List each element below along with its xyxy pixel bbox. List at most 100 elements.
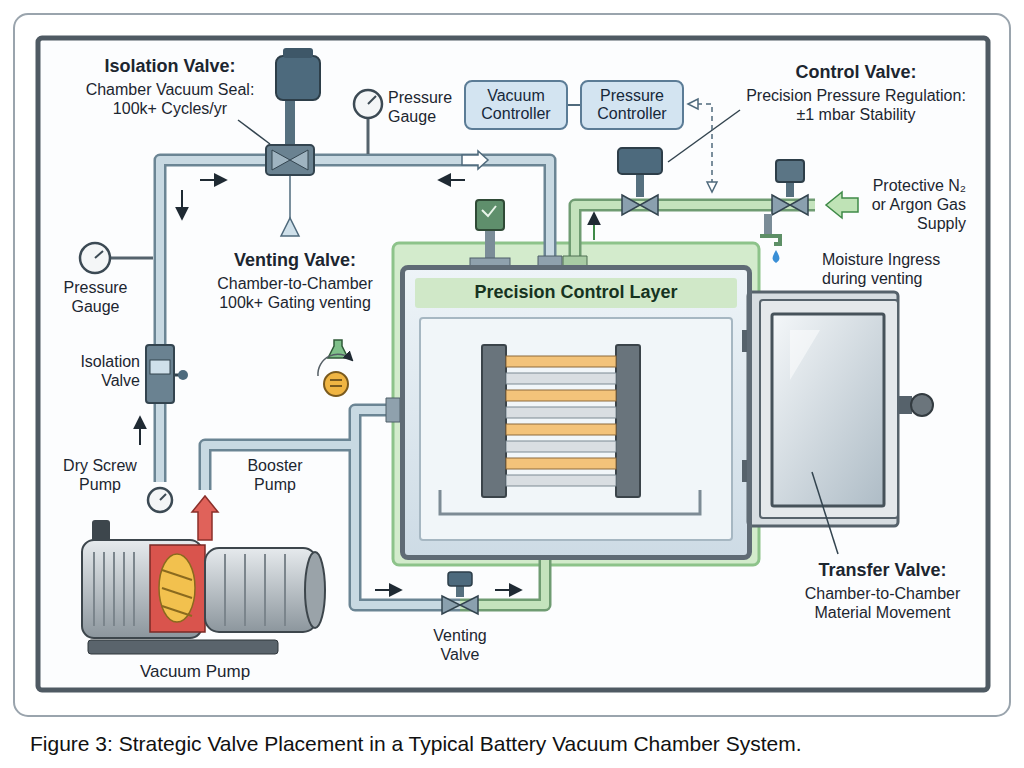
pipework	[575, 205, 815, 268]
venting-valve-upper	[324, 372, 348, 396]
venting-valve-upper	[330, 385, 342, 387]
chamber-body	[420, 318, 732, 540]
vacuum-pump	[150, 545, 205, 632]
flow-arrows	[181, 190, 183, 218]
pressure-gauge-left	[80, 243, 153, 273]
control-valve	[622, 195, 658, 215]
vacuum-pump	[93, 552, 95, 626]
callout-text: Chamber Vacuum Seal: 100k+ Cycles/yr	[80, 80, 260, 118]
vacuum-pump	[82, 488, 325, 654]
vacuum-pump	[160, 494, 166, 500]
vacuum-pump	[123, 552, 125, 626]
caption-slot: Figure 3: Strategic Valve Placement in a…	[30, 731, 1000, 756]
pressure-gauge-left	[80, 243, 110, 273]
callout-slot: Control Valve:	[740, 62, 972, 84]
callout-slot: Pressure Gauge	[388, 88, 458, 126]
frame	[14, 14, 1010, 716]
battery-stack	[482, 345, 506, 497]
transfer-door	[760, 300, 898, 518]
callout-text: Vacuum Pump	[130, 662, 260, 682]
transfer-door	[742, 292, 933, 526]
transfer-leader	[812, 472, 838, 554]
gas-valve	[760, 236, 780, 244]
callout-slot: Protective N₂ or Argon Gas Supply	[860, 176, 966, 234]
callout-slot: Isolation Valve	[70, 352, 140, 390]
control-valve	[636, 172, 644, 197]
isolation-valve-left	[146, 345, 188, 403]
battery-stack	[506, 441, 616, 452]
connector-line	[568, 104, 580, 106]
sensor-port	[482, 206, 496, 216]
isolation-valve-left	[150, 360, 170, 374]
pipework	[355, 410, 460, 605]
callout-text: Booster Pump	[240, 456, 310, 494]
callout-text: Isolation Valve	[70, 352, 140, 390]
callout-slot: Pressure Gauge	[58, 278, 133, 316]
callout-slot: Precision Pressure Regulation: ±1 mbar S…	[740, 86, 972, 124]
callout-text: Venting Valve	[420, 626, 500, 664]
battery-stack	[440, 345, 700, 514]
callout-heading: Venting Valve:	[200, 250, 390, 272]
pipework	[575, 205, 815, 268]
callout-slot: Vacuum Pump	[130, 662, 260, 682]
flow-arrows	[200, 179, 225, 181]
battery-stack	[506, 390, 616, 401]
layer-heading: Precision Control Layer	[415, 278, 737, 308]
battery-stack	[506, 458, 616, 469]
frame	[14, 14, 1010, 716]
battery-stack	[506, 373, 616, 384]
venting-valve-lower	[456, 585, 464, 597]
isolation-valve-top	[276, 56, 320, 100]
vacuum-pump	[244, 554, 246, 626]
isolation-valve-top	[272, 150, 308, 170]
battery-stack	[506, 475, 616, 486]
pressure-gauge-top	[367, 119, 370, 154]
transfer-door	[911, 394, 933, 416]
sensor-port	[470, 200, 510, 268]
flow-arrows	[495, 589, 520, 591]
vacuum-pump	[113, 552, 115, 626]
gas-valve	[773, 250, 780, 263]
callout-text: Moisture Ingress during venting	[822, 250, 962, 288]
battery-stack	[616, 345, 640, 497]
callout-text: Chamber-to-Chamber 100k+ Gating venting	[200, 274, 390, 312]
isolation-valve-top	[283, 48, 313, 58]
transfer-door	[748, 292, 898, 526]
pressure-gauge-top	[354, 90, 382, 118]
node-text: Vacuum Controller	[474, 87, 558, 122]
flow-arrows	[593, 214, 595, 240]
controller-box: Vacuum Controller	[464, 80, 568, 130]
chamber-body	[402, 267, 750, 558]
vacuum-pump	[264, 554, 266, 626]
venting-valve-lower	[442, 572, 478, 614]
gas-valve	[826, 192, 858, 218]
callout-heading: Control Valve:	[740, 62, 972, 84]
sensor-port	[485, 228, 495, 260]
isolation-valve-top	[238, 48, 320, 175]
pressure-gauge-left	[110, 257, 153, 260]
flow-arrows	[462, 151, 488, 169]
isolation-valve-top	[238, 120, 270, 144]
control-valve	[688, 99, 698, 109]
vacuum-pump	[88, 640, 278, 654]
vacuum-pump	[159, 554, 195, 622]
control-valve	[707, 182, 717, 192]
vacuum-pump	[205, 548, 317, 632]
transfer-door	[772, 314, 884, 506]
callout-slot: Chamber Vacuum Seal: 100k+ Cycles/yr	[80, 80, 260, 118]
pressure-gauge-left	[95, 251, 103, 258]
pipework	[160, 160, 815, 605]
vacuum-pump	[92, 520, 110, 542]
callout-slot: Venting Valve	[420, 626, 500, 664]
isolation-valve-top	[285, 98, 295, 145]
vacuum-pump	[103, 552, 105, 626]
venting-valve-lower	[448, 572, 472, 586]
isolation-valve-left	[146, 345, 174, 403]
callout-slot: Transfer Valve:	[790, 560, 975, 582]
figure-caption: Figure 3: Strategic Valve Placement in a…	[30, 731, 1000, 756]
vacuum-pump	[162, 570, 192, 616]
callout-slot: Moisture Ingress during venting	[822, 250, 962, 288]
callout-text: Pressure Gauge	[58, 278, 133, 316]
chamber-body	[393, 243, 759, 565]
